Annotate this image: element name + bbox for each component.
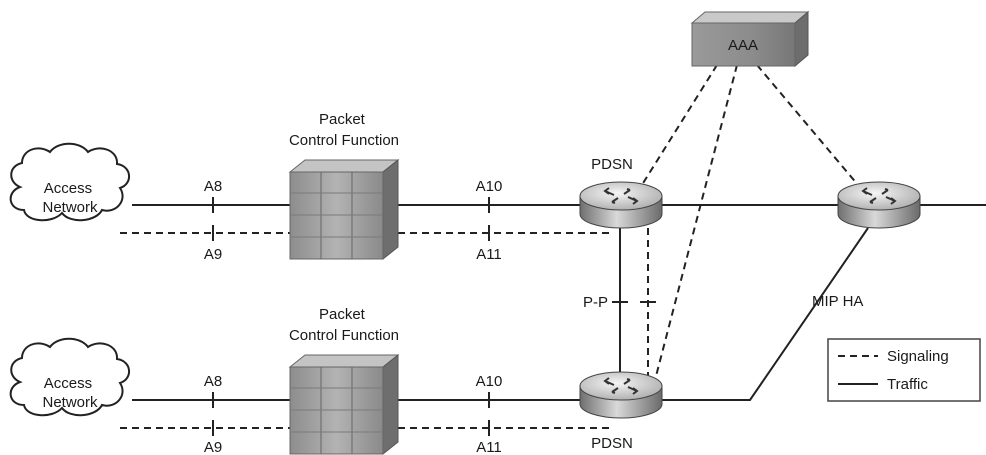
a9-label-bottom: A9 (204, 439, 222, 455)
pdsn-router-bottom (579, 371, 663, 419)
aaa-label: AAA (728, 37, 758, 54)
a11-label-top: A11 (476, 246, 502, 263)
pcf-box-top (288, 158, 400, 261)
pdsn-label-bottom: PDSN (591, 435, 633, 452)
a10-label-bottom: A10 (476, 373, 503, 390)
a9-label-top: A9 (204, 246, 222, 263)
pp-label: P-P (583, 294, 608, 311)
pdsn-router-top (579, 181, 663, 229)
access-network-text-bottom: Access Network (42, 375, 98, 411)
legend (827, 338, 981, 402)
legend-signaling-label: Signaling (887, 348, 949, 365)
a11-label-bottom: A11 (476, 439, 502, 455)
a8-label-top: A8 (204, 178, 222, 195)
mip-ha-router (837, 181, 921, 229)
signaling-aaa-pdsn-bottom (654, 64, 738, 381)
a10-label-top: A10 (476, 178, 503, 195)
signaling-aaa-pdsn-top (639, 64, 718, 189)
pdsn-label-top: PDSN (591, 156, 633, 173)
a8-label-bottom: A8 (204, 373, 222, 390)
pcf-label-bottom: Packet Control Function (289, 306, 399, 344)
traffic-line-pdsn-bottom-ha (660, 227, 869, 401)
pcf-box-bottom (288, 353, 400, 455)
mip-ha-label: MIP HA (812, 293, 863, 310)
aaa-server (690, 10, 810, 68)
connections (120, 64, 986, 429)
access-network-text-top: Access Network (42, 180, 98, 216)
signaling-aaa-ha (756, 64, 859, 186)
labels: Access Network Access Network Packet Con… (42, 37, 948, 455)
pcf-label-top: Packet Control Function (289, 111, 399, 149)
legend-traffic-label: Traffic (887, 376, 928, 393)
access-network-cloud-bottom (9, 337, 130, 417)
interface-ticks (212, 197, 656, 436)
access-network-cloud-top (9, 142, 130, 222)
